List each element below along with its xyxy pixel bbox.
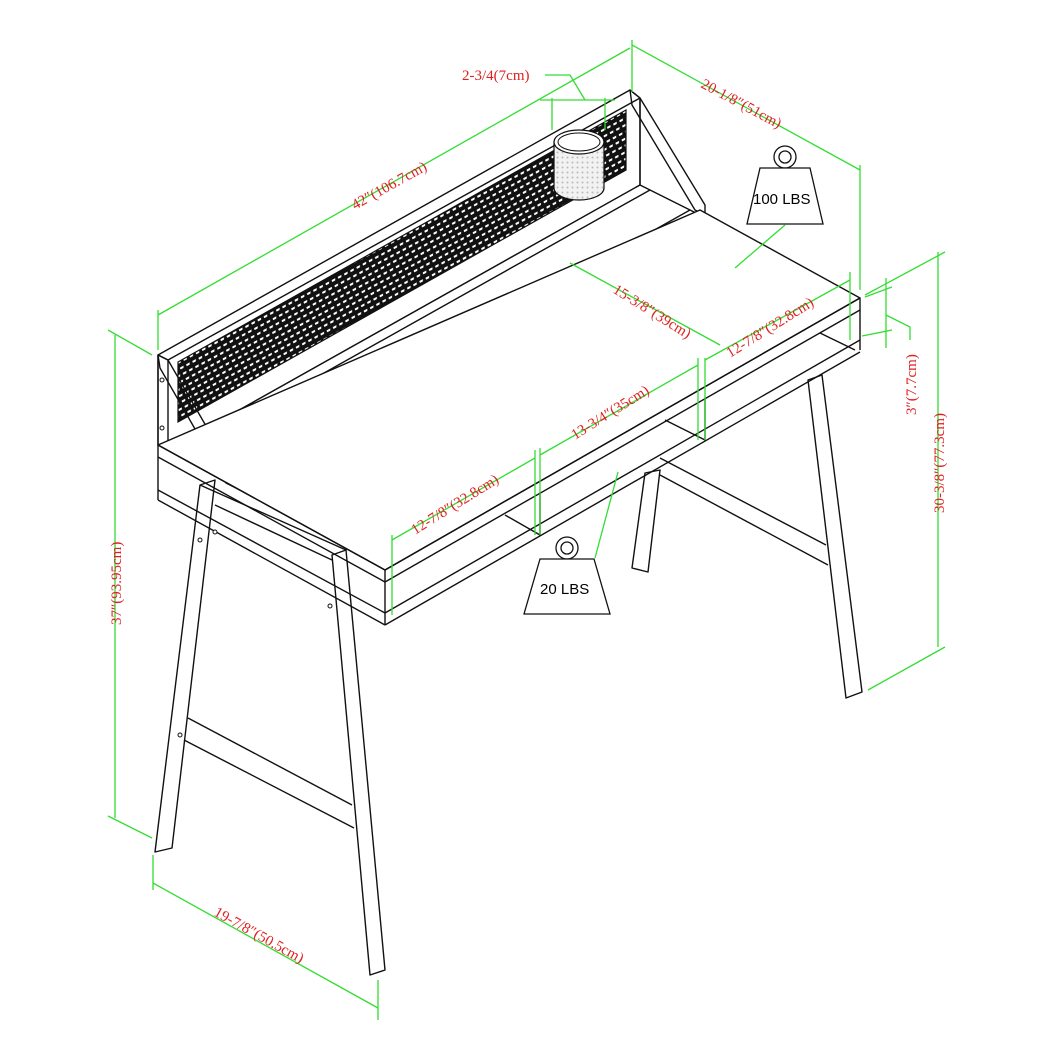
leg-frame-right — [631, 374, 863, 699]
label-cubby-height: 3″(7.7cm) — [904, 354, 920, 415]
desktop-surface — [157, 209, 861, 583]
label-cup-holder: 2-3/4(7cm) — [462, 68, 529, 84]
label-overall-height: 37″(93.95cm) — [109, 542, 125, 625]
desk — [154, 89, 863, 976]
weight-20-icon: 20 LBS — [523, 536, 611, 615]
label-desk-height: 30-3/8″(77.3cm) — [932, 413, 948, 513]
weight-20-label: 20 LBS — [540, 581, 589, 598]
leg-frame-left — [154, 479, 386, 976]
label-overall-depth: 20-1/8″(51cm) — [698, 76, 784, 132]
label-overall-width: 42″(106.7cm) — [349, 159, 430, 213]
weight-100-icon: 100 LBS — [746, 145, 824, 225]
label-leg-depth: 19-7/8″(50.5cm) — [211, 905, 306, 967]
dimension-lines — [107, 40, 946, 1020]
pen-cup — [553, 129, 605, 201]
weight-100-label: 100 LBS — [753, 191, 811, 208]
